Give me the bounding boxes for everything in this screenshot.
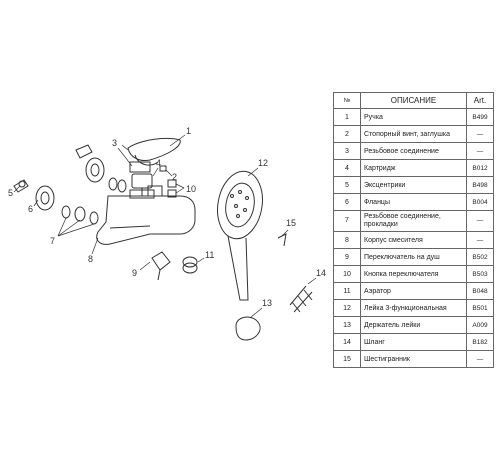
callout-9: 9: [132, 268, 137, 278]
shower-holder: [235, 316, 261, 341]
row-no: 14: [333, 333, 361, 351]
row-art: B182: [466, 333, 494, 351]
row-desc: Эксцентрики: [360, 176, 467, 194]
callout-6: 6: [28, 204, 33, 214]
row-no: 9: [333, 248, 361, 266]
callout-7: 7: [50, 236, 55, 246]
row-no: 11: [333, 282, 361, 300]
row-desc: Резьбовое соединение: [360, 142, 467, 160]
row-no: 4: [333, 159, 361, 177]
row-no: 8: [333, 231, 361, 249]
threaded-connection-top: [129, 161, 151, 173]
exploded-view-diagram: 1 2 3 4 5 6 7 8 9 10 11 12 13 14 15: [8, 126, 326, 341]
row-art: B012: [466, 159, 494, 177]
header-art: Art.: [466, 92, 494, 109]
row-art: —: [466, 231, 494, 249]
table-header-row: № ОПИСАНИЕ Art.: [333, 92, 494, 109]
row-desc: Картридж: [360, 159, 467, 177]
hex-key: [277, 233, 287, 247]
header-description: ОПИСАНИЕ: [360, 92, 467, 109]
callout-10: 10: [186, 184, 196, 194]
row-no: 2: [333, 125, 361, 143]
callout-8: 8: [88, 254, 93, 264]
row-art: B498: [466, 176, 494, 194]
callout-5: 5: [8, 188, 13, 198]
row-art: B503: [466, 265, 494, 283]
row-art: A009: [466, 316, 494, 334]
callout-1: 1: [186, 126, 191, 136]
row-art: B501: [466, 299, 494, 317]
callout-12: 12: [258, 158, 268, 168]
mixer-body: [96, 195, 196, 245]
row-no: 15: [333, 350, 361, 368]
callout-4: 4: [156, 158, 161, 168]
row-art: B004: [466, 193, 494, 211]
header-no: №: [333, 92, 361, 109]
row-desc: Лейка 3-функциональная: [360, 299, 467, 317]
row-desc: Держатель лейки: [360, 316, 467, 334]
row-art: —: [466, 210, 494, 232]
row-no: 5: [333, 176, 361, 194]
row-no: 6: [333, 193, 361, 211]
flange-left: [35, 185, 55, 211]
callout-15: 15: [286, 218, 296, 228]
eccentric-left: [13, 179, 29, 193]
row-desc: Корпус смесителя: [360, 231, 467, 249]
shower-head: [217, 170, 263, 240]
row-art: B048: [466, 282, 494, 300]
row-desc: Шестигранник: [360, 350, 467, 368]
aerator: [182, 256, 198, 268]
row-no: 12: [333, 299, 361, 317]
row-desc: Переключатель на душ: [360, 248, 467, 266]
callout-2: 2: [172, 172, 177, 182]
row-art: —: [466, 142, 494, 160]
row-no: 7: [333, 210, 361, 232]
row-art: B499: [466, 108, 494, 126]
row-desc: Кнопка переключателя: [360, 265, 467, 283]
row-no: 1: [333, 108, 361, 126]
row-art: —: [466, 125, 494, 143]
callout-3: 3: [112, 138, 117, 148]
row-desc: Аэратор: [360, 282, 467, 300]
row-no: 13: [333, 316, 361, 334]
set-screw: [159, 165, 167, 172]
callout-13: 13: [262, 298, 272, 308]
row-art: —: [466, 350, 494, 368]
row-no: 3: [333, 142, 361, 160]
row-desc: Резьбовое соединение, прокладки: [360, 210, 467, 232]
row-desc: Шланг: [360, 333, 467, 351]
row-desc: Стопорный винт, заглушка: [360, 125, 467, 143]
row-art: B502: [466, 248, 494, 266]
diverter: [151, 251, 171, 271]
row-no: 10: [333, 265, 361, 283]
row-desc: Фланцы: [360, 193, 467, 211]
callout-14: 14: [316, 268, 326, 278]
flange-top: [85, 157, 105, 183]
callout-11: 11: [205, 250, 214, 260]
row-desc: Ручка: [360, 108, 467, 126]
